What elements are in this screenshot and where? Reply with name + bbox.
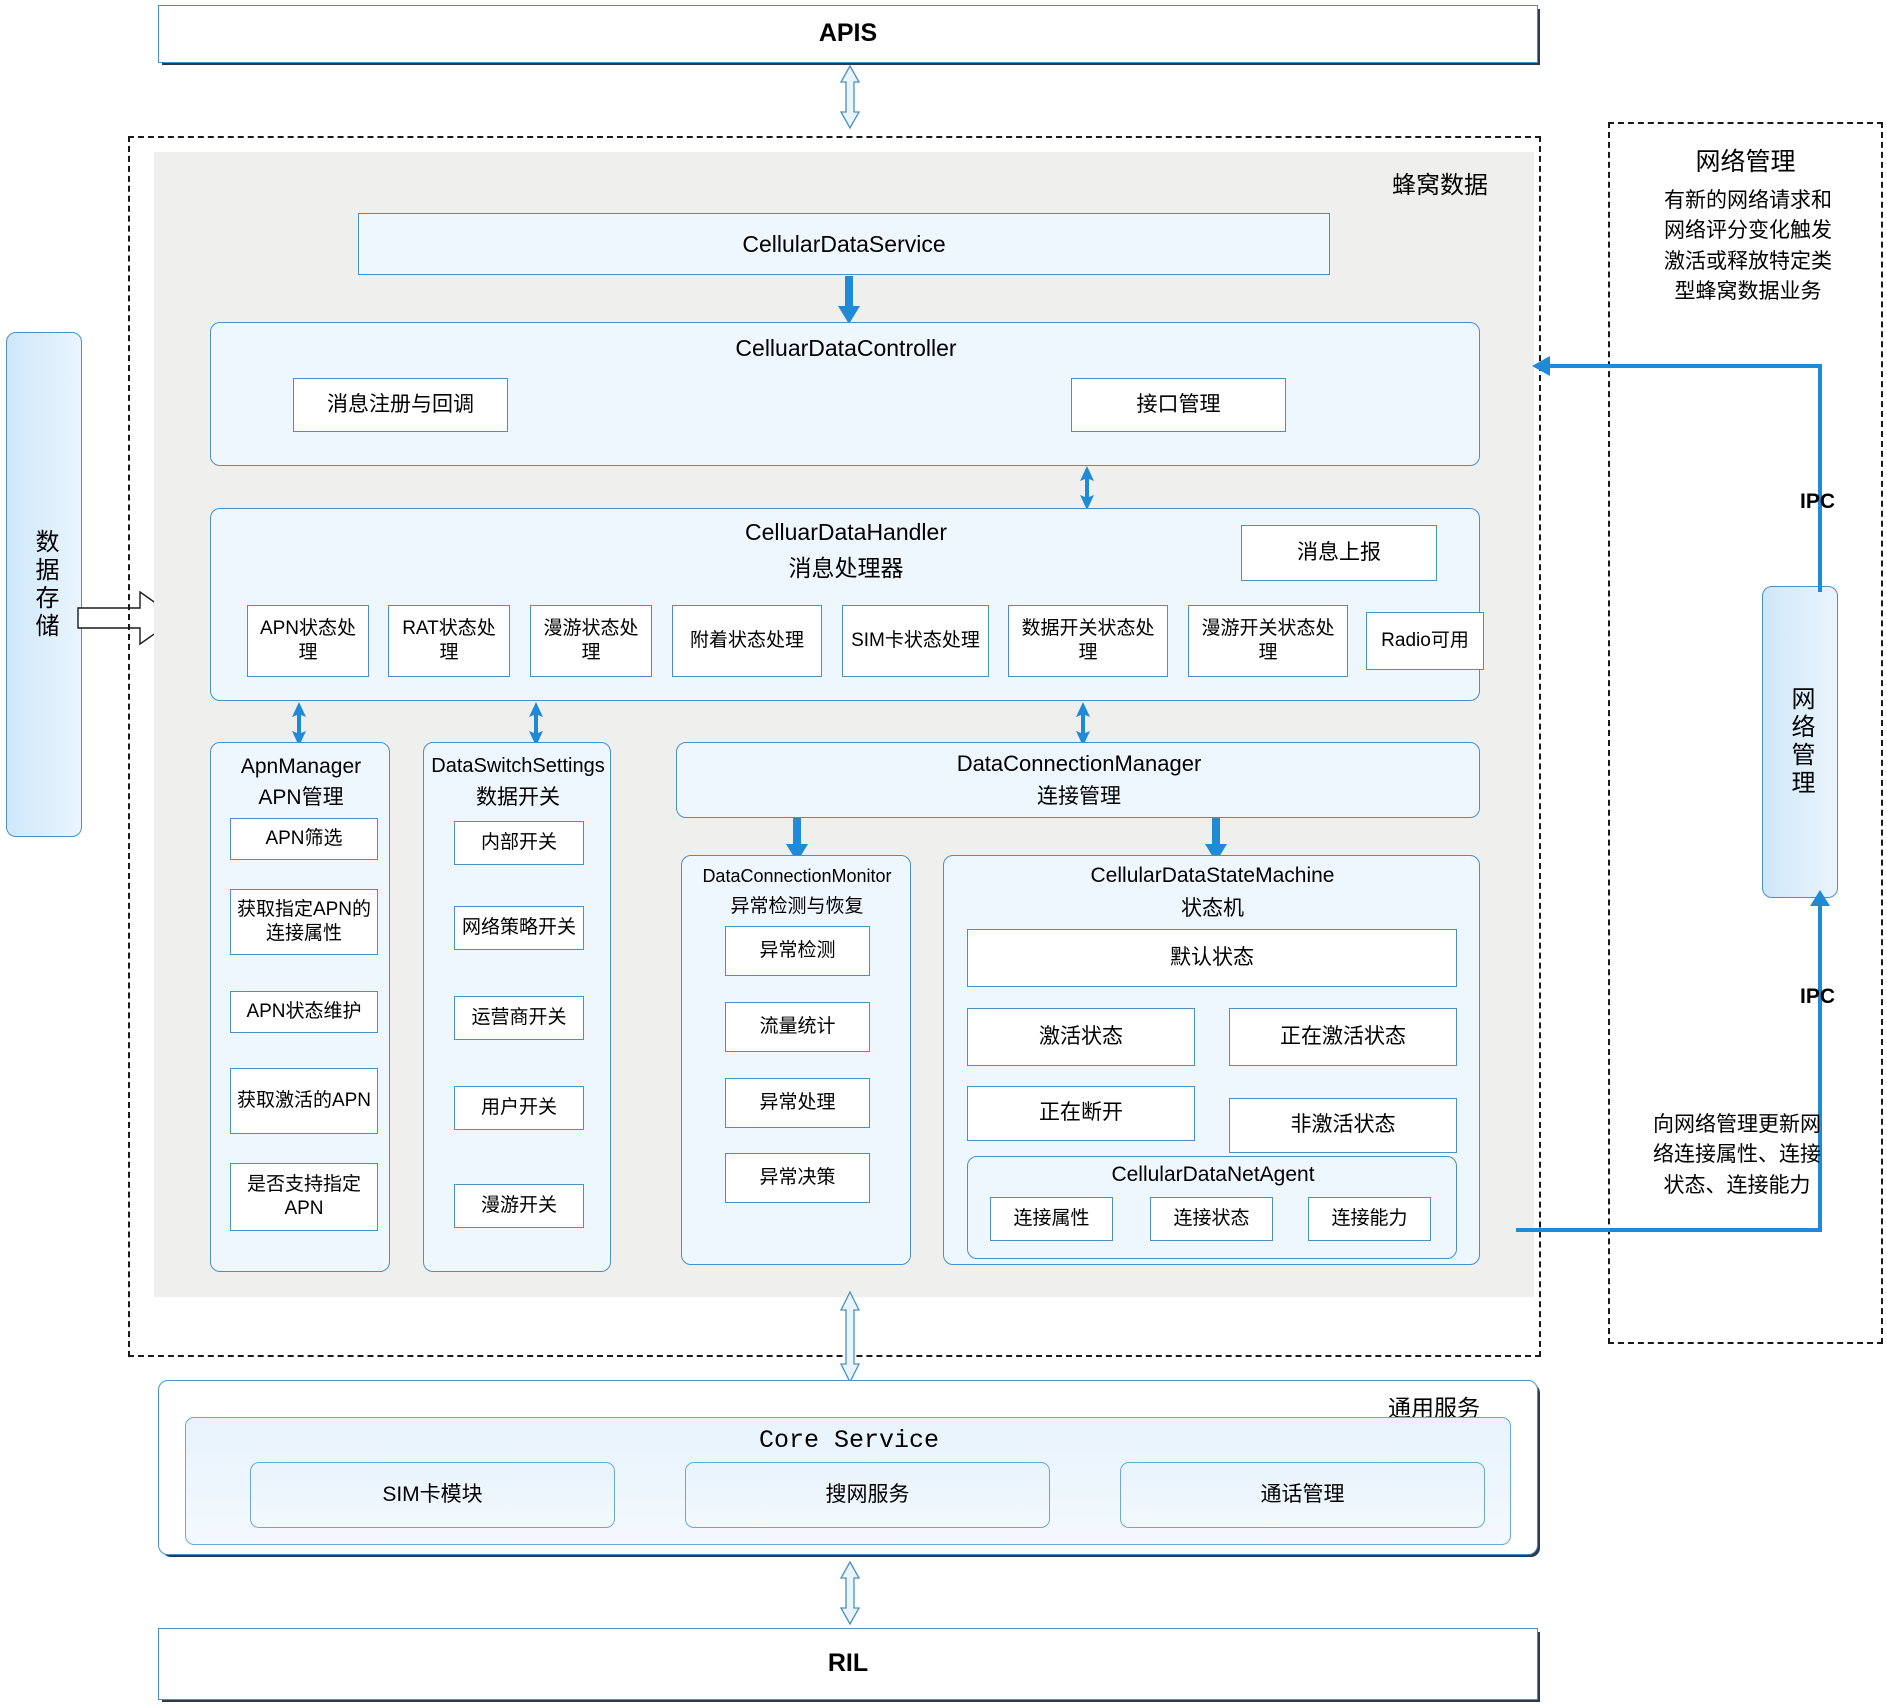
- data-connection-monitor-panel: DataConnectionMonitor 异常检测与恢复 异常检测 流量统计 …: [681, 855, 911, 1265]
- arrow-connmanager-statemachine: [1205, 818, 1227, 862]
- handler-title-cn: 消息处理器: [788, 555, 904, 581]
- ril-box: RIL: [158, 1628, 1538, 1700]
- ipc-bottom-connector: [1516, 890, 1830, 1232]
- handler-processor-sim: SIM卡状态处理: [842, 605, 989, 677]
- conn-manager-title-cn: 连接管理: [1037, 785, 1121, 808]
- data-storage-box: 数据存储: [6, 332, 82, 837]
- ipc-top-connector: [1532, 356, 1822, 592]
- conn-manager-title-en: DataConnectionManager: [956, 751, 1202, 776]
- handler-report-box: 消息上报: [1241, 525, 1437, 581]
- arrow-connmanager-monitor: [786, 818, 808, 862]
- monitor-item-traffic: 流量统计: [725, 1002, 870, 1052]
- apn-item-support-check: 是否支持指定APN: [230, 1163, 378, 1231]
- apn-item-state-maintain: APN状态维护: [230, 991, 378, 1033]
- data-switch-title-en: DataSwitchSettings: [431, 755, 605, 777]
- core-service-item-sim: SIM卡模块: [250, 1462, 615, 1528]
- data-connection-manager-panel: DataConnectionManager 连接管理: [676, 742, 1480, 818]
- network-management-desc-bottom: 向网络管理更新网络连接属性、连接状态、连接能力: [1653, 1113, 1821, 1197]
- network-management-vertical-label: 网络管理: [1787, 686, 1814, 798]
- cellular-data-net-agent-panel: CellularDataNetAgent 连接属性 连接状态 连接能力: [967, 1156, 1457, 1259]
- core-service-item-network-search: 搜网服务: [685, 1462, 1050, 1528]
- arrow-service-controller: [838, 276, 860, 324]
- net-agent-item-conn-state: 连接状态: [1150, 1197, 1273, 1241]
- network-management-desc-top: 有新的网络请求和网络评分变化触发激活或释放特定类型蜂窝数据业务: [1664, 189, 1832, 304]
- monitor-item-decision: 异常决策: [725, 1153, 870, 1203]
- arrow-cellular-commonservice: [839, 1290, 861, 1384]
- data-switch-item-policy: 网络策略开关: [454, 906, 584, 950]
- controller-item-msg-register: 消息注册与回调: [293, 378, 508, 432]
- core-service-item-call-mgmt: 通话管理: [1120, 1462, 1485, 1528]
- arrow-apis-cellular: [839, 64, 861, 130]
- data-switch-settings-panel: DataSwitchSettings 数据开关 内部开关 网络策略开关 运营商开…: [423, 742, 611, 1272]
- net-agent-item-conn-capability: 连接能力: [1308, 1197, 1431, 1241]
- network-management-title: 网络管理: [1695, 148, 1796, 176]
- core-service-title: Core Service: [758, 1426, 940, 1455]
- handler-processor-roaming-switch: 漫游开关状态处理: [1188, 605, 1348, 677]
- cellular-data-service-box: CellularDataService: [358, 213, 1330, 275]
- common-service-panel: 通用服务 Core Service SIM卡模块 搜网服务 通话管理: [158, 1380, 1538, 1555]
- handler-processor-attach: 附着状态处理: [672, 605, 822, 677]
- apis-label: APIS: [818, 19, 878, 48]
- apn-item-filter: APN筛选: [230, 818, 378, 860]
- handler-processor-data-switch: 数据开关状态处理: [1008, 605, 1168, 677]
- ipc-top-label: IPC: [1800, 490, 1836, 513]
- conn-monitor-title-en: DataConnectionMonitor: [702, 866, 892, 886]
- controller-item-interface-mgmt: 接口管理: [1071, 378, 1286, 432]
- arrow-handler-dataswitch: [529, 702, 543, 746]
- ipc-bottom-label: IPC: [1800, 985, 1836, 1008]
- ril-label: RIL: [827, 1649, 869, 1678]
- celluar-data-handler-panel: CelluarDataHandler 消息处理器 消息上报 APN状态处理 RA…: [210, 508, 1484, 701]
- cellular-data-region-label: 蜂窝数据: [1392, 172, 1488, 199]
- arrow-controller-handler: [1080, 466, 1094, 510]
- data-switch-item-carrier: 运营商开关: [454, 996, 584, 1040]
- cellular-data-service-label: CellularDataService: [742, 230, 946, 257]
- cellular-data-dashed-region: [128, 136, 1541, 1357]
- cellular-data-state-machine-panel: CellularDataStateMachine 状态机 默认状态 激活状态 正…: [943, 855, 1480, 1265]
- network-management-vertical-box: 网络管理: [1762, 586, 1838, 898]
- state-machine-title-cn: 状态机: [1181, 897, 1244, 920]
- network-management-dashed-region: [1608, 122, 1883, 1344]
- apn-manager-title-en: ApnManager: [240, 755, 362, 778]
- state-inactive: 非激活状态: [1229, 1098, 1457, 1153]
- apn-item-get-active: 获取激活的APN: [230, 1068, 378, 1134]
- handler-processor-apn: APN状态处理: [247, 605, 369, 677]
- conn-monitor-title-cn: 异常检测与恢复: [730, 896, 864, 917]
- state-activating: 正在激活状态: [1229, 1008, 1457, 1066]
- data-switch-item-user: 用户开关: [454, 1086, 584, 1130]
- apn-item-get-conn-props: 获取指定APN的连接属性: [230, 889, 378, 955]
- handler-processor-radio-available: Radio可用: [1366, 612, 1484, 670]
- monitor-item-handle: 异常处理: [725, 1078, 870, 1128]
- net-agent-title: CellularDataNetAgent: [1111, 1163, 1315, 1186]
- handler-processor-roaming: 漫游状态处理: [530, 605, 652, 677]
- state-default: 默认状态: [967, 929, 1457, 987]
- cellular-data-controller-title: CelluarDataController: [735, 335, 957, 361]
- core-service-panel: Core Service SIM卡模块 搜网服务 通话管理: [185, 1417, 1511, 1545]
- net-agent-item-conn-props: 连接属性: [990, 1197, 1113, 1241]
- arrow-handler-apnmanager: [292, 702, 306, 746]
- data-storage-label: 数据存储: [31, 528, 58, 641]
- apn-manager-title-cn: APN管理: [258, 786, 344, 809]
- handler-title-en: CelluarDataHandler: [745, 519, 947, 545]
- arrow-handler-connmanager: [1076, 702, 1090, 746]
- state-disconnecting: 正在断开: [967, 1086, 1195, 1141]
- apn-manager-panel: ApnManager APN管理 APN筛选 获取指定APN的连接属性 APN状…: [210, 742, 390, 1272]
- cellular-data-controller-panel: CelluarDataController 消息注册与回调 接口管理: [210, 322, 1480, 466]
- state-active: 激活状态: [967, 1008, 1195, 1066]
- arrow-commonservice-ril: [839, 1560, 861, 1626]
- data-switch-item-internal: 内部开关: [454, 821, 584, 865]
- data-switch-item-roaming: 漫游开关: [454, 1184, 584, 1228]
- handler-processor-rat: RAT状态处理: [388, 605, 510, 677]
- state-machine-title-en: CellularDataStateMachine: [1090, 864, 1335, 887]
- data-switch-title-cn: 数据开关: [476, 786, 560, 809]
- apis-box: APIS: [158, 5, 1538, 63]
- monitor-item-detect: 异常检测: [725, 926, 870, 976]
- common-service-region-label: 通用服务: [1388, 1395, 1480, 1421]
